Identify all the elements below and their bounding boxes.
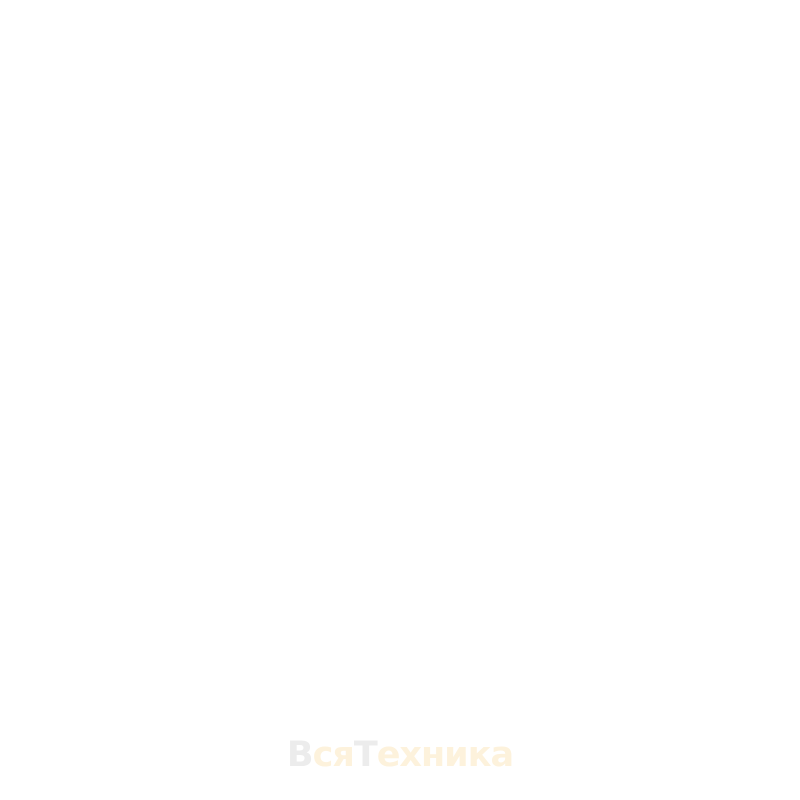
watermark-initial-v: В — [286, 735, 314, 775]
brand-watermark: ВсяТехника — [0, 734, 800, 776]
watermark-initial-t: Т — [353, 735, 378, 775]
watermark-text-sya: ся — [312, 735, 355, 775]
watermark-text-tekhnika: ехника — [376, 735, 514, 775]
